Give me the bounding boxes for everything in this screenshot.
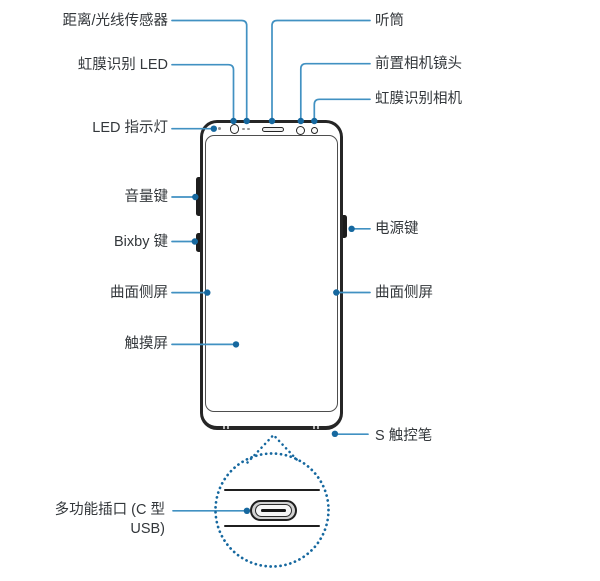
led-indicator	[217, 127, 222, 131]
s-pen-slot-seam	[312, 425, 315, 430]
front-camera-lens	[296, 125, 306, 135]
volume-key	[195, 176, 202, 217]
antenna-line	[222, 425, 225, 430]
callout-line-iris-led	[171, 63, 235, 119]
label-multipurpose-jack-line1: 多功能插口 (C 型	[54, 502, 165, 518]
label-s-pen: S 触控笔	[375, 428, 433, 444]
callout-line-distance-light-sensor	[171, 19, 248, 119]
label-curved-side-screen-right: 曲面侧屏	[375, 284, 433, 301]
phone-body	[200, 120, 343, 430]
label-iris-recognition-camera: 虹膜识别相机	[375, 91, 462, 108]
callout-line-iris-camera	[313, 98, 371, 119]
touch-screen	[205, 135, 338, 412]
callout-line-front-camera	[299, 62, 371, 119]
distance-light-sensor	[241, 127, 245, 131]
label-volume-key: 音量键	[124, 189, 169, 205]
phone-bottom-edge-line	[224, 489, 320, 492]
magnifier-funnel	[246, 433, 301, 464]
phone-bottom-edge-line	[224, 524, 320, 528]
bixby-key	[195, 232, 202, 252]
usb-type-c-port	[250, 499, 297, 522]
label-multipurpose-jack: 多功能插口 (C 型 USB)	[30, 501, 165, 538]
usb-port-inner	[255, 504, 292, 517]
iris-recognition-led	[229, 124, 240, 134]
label-curved-side-screen-left: 曲面侧屏	[110, 284, 168, 301]
label-power-key: 电源键	[375, 220, 419, 237]
label-earpiece: 听筒	[375, 12, 404, 29]
s-pen-slot-seam	[317, 425, 320, 430]
antenna-line	[227, 425, 230, 430]
label-front-camera-lens: 前置相机镜头	[375, 55, 462, 72]
label-distance-light-sensor: 距离/光线传感器	[62, 12, 168, 29]
callout-line-earpiece	[271, 19, 371, 119]
label-bixby-key: Bixby 键	[114, 233, 168, 250]
earpiece	[261, 127, 284, 132]
label-led-indicator: LED 指示灯	[92, 120, 168, 137]
label-touch-screen: 触摸屏	[124, 336, 169, 353]
iris-recognition-camera	[310, 127, 318, 134]
callout-dot-s-pen	[331, 430, 339, 437]
distance-light-sensor	[246, 127, 250, 131]
callout-dot-power-key	[348, 225, 355, 232]
usb-port-slot	[260, 509, 286, 512]
label-iris-recognition-led: 虹膜识别 LED	[77, 56, 168, 73]
label-multipurpose-jack-line2: USB)	[130, 520, 165, 537]
power-key	[341, 215, 348, 238]
